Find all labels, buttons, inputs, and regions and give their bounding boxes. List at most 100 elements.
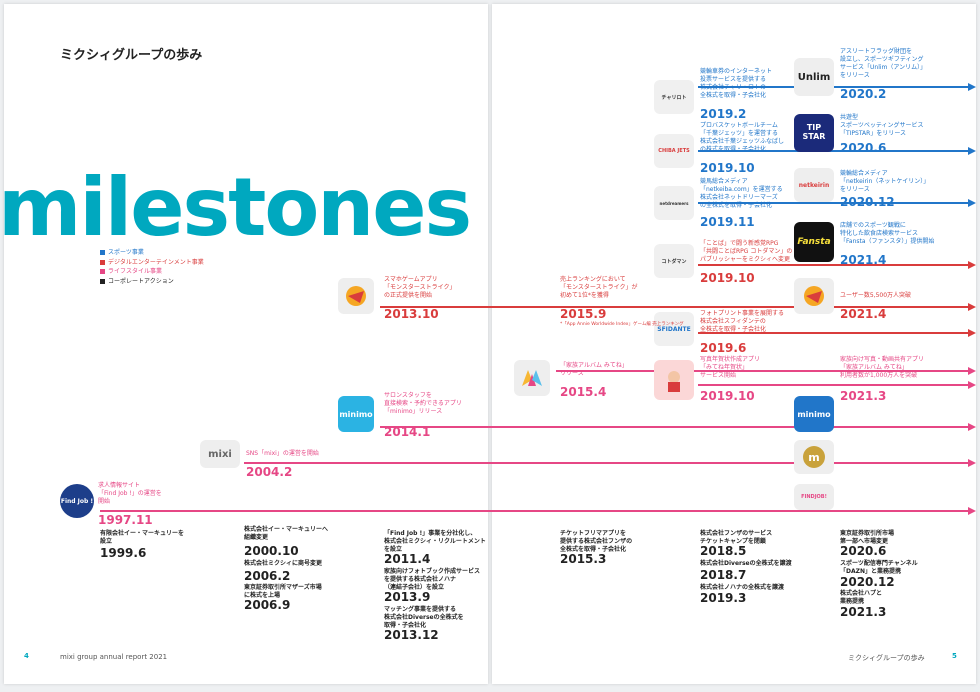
- legend: スポーツ事業 デジタルエンターテインメント事業 ライフスタイル事業 コーポレート…: [100, 248, 204, 286]
- netdreamers-logo: netdreamers: [654, 186, 694, 220]
- event-year: 2021.3: [840, 389, 887, 403]
- event-description: 店舗でのスポーツ観戦に特化した飲食店検索サービス「Fansta（ファンスタ）」提…: [840, 222, 934, 246]
- event-text-line: 第一部へ市場変更: [840, 538, 889, 546]
- event-text-line: 株式会社ネットドリーマーズ: [700, 194, 778, 202]
- event-year: 2021.4: [840, 253, 887, 267]
- event-text-line: 競輪総合メディア: [840, 170, 888, 177]
- event-text-line: 「モンスターストライク」が: [560, 284, 638, 292]
- event-description: 東京証券取引所市場第一部へ市場変更: [840, 530, 894, 546]
- event-description: フォトプリント事業を展開する株式会社スフィダンテの全株式を取得・子会社化: [700, 310, 784, 334]
- event-text-line: スポーツ配信専門チャンネル: [840, 560, 918, 567]
- event-text-line: 「netkeirin（ネットケイリン）」: [840, 178, 930, 186]
- event-description: 「Find Job !」事業を分社化し、株式会社ミクシィ・リクルートメントを設立: [384, 530, 486, 554]
- sfidante-logo: SFIDANTE: [654, 312, 694, 346]
- event-text-line: 「Find Job !」の運営を: [98, 490, 162, 498]
- event-text-line: 株式会社イー・マーキュリーへ: [244, 526, 329, 533]
- timeline-line: [698, 202, 968, 204]
- monst-logo-2021: [794, 278, 834, 314]
- event-text-line: 株式会社Diverseの全株式を: [384, 614, 464, 622]
- event-text-line: 株式会社ミクシィに商号変更: [244, 560, 323, 567]
- legend-item-corporate: コーポレートアクション: [100, 277, 204, 287]
- legend-swatch: [100, 269, 105, 275]
- event-text-line: 初めて1位*を獲得: [560, 292, 609, 300]
- event-description: SNS「mixi」の運営を開始: [246, 450, 319, 458]
- event-text-line: 提供する株式会社フンザの: [560, 538, 633, 546]
- event-description: 競輪総合メディア「netkeirin（ネットケイリン）」をリリース: [840, 170, 929, 194]
- event-description: アスリートフラッグ財団を設立し、スポーツギフティングサービス「Unlim（アンリ…: [840, 48, 926, 80]
- event-text-line: 売上ランキングにおいて: [560, 276, 626, 283]
- event-text-line: アスリートフラッグ財団を: [840, 48, 913, 55]
- event-year: 2019.10: [700, 161, 755, 175]
- timeline-line: [556, 370, 968, 372]
- arrow-icon: [968, 199, 976, 207]
- event-text-line: をリリース: [840, 186, 870, 194]
- event-text-line: 東京証券取引所マザーズ市場: [244, 584, 322, 591]
- arrow-icon: [968, 367, 976, 375]
- event-text-line: 特化した飲食店検索サービス: [840, 230, 919, 238]
- event-text-line: チケットフリマアプリを: [560, 530, 627, 537]
- event-text-line: 有限会社イー・マーキュリーを: [100, 530, 185, 537]
- legend-item-sports: スポーツ事業: [100, 248, 204, 258]
- event-text-line: 直接検索・予約できるアプリ: [384, 400, 462, 408]
- event-year: 2018.5: [700, 544, 747, 558]
- event-description: スポーツ配信専門チャンネル「DAZN」と業務提携: [840, 560, 918, 576]
- netkeirin-logo: netkeirin: [794, 168, 834, 202]
- event-year: 2020.2: [840, 87, 887, 101]
- event-description: サロンスタッフを直接検索・予約できるアプリ「minimo」リリース: [384, 392, 462, 416]
- event-text-line: リリース: [560, 370, 584, 378]
- page-number-left: 4: [24, 652, 29, 660]
- event-text-line: 「ことば」で闘う新感覚RPG: [700, 240, 779, 247]
- event-year: 2011.4: [384, 552, 431, 566]
- mitene-icon: [522, 370, 542, 386]
- event-year: 2015.9: [560, 307, 607, 321]
- event-year: 2020.12: [840, 195, 895, 209]
- event-description: 求人情報サイト「Find Job !」の運営を開始: [98, 482, 162, 506]
- event-text-line: サロンスタッフを: [384, 392, 432, 399]
- right-page: ミクシィグループの歩み 5: [492, 4, 976, 684]
- event-description: 「家族アルバム みてね」リリース: [560, 362, 628, 378]
- event-description: 競輪車券のインターネット投票サービスを提供する株式会社チャリ・ロトの全株式を取得…: [700, 68, 772, 100]
- event-description: 株式会社イー・マーキュリーへ組織変更: [244, 526, 328, 542]
- event-year: 2020.6: [840, 544, 887, 558]
- event-year: 2019.11: [700, 215, 755, 229]
- legend-swatch: [100, 278, 105, 284]
- event-text-line: をリリース: [840, 72, 870, 80]
- event-text-line: サービス「Unlim（アンリム）」: [840, 64, 927, 72]
- chari-logo: チャリロト: [654, 80, 694, 114]
- event-year: 2014.1: [384, 425, 431, 439]
- event-text-line: 利用者数が1,000万人を突破: [840, 372, 918, 380]
- event-year: 2018.7: [700, 568, 747, 582]
- event-text-line: 開始: [98, 498, 111, 506]
- event-year: 2019.10: [700, 389, 755, 403]
- chiba-jets-logo: CHIBA JETS: [654, 134, 694, 168]
- event-text-line: 「Find Job !」事業を分社化し、: [384, 530, 477, 537]
- event-text-line: 競輪車券のインターネット: [700, 68, 773, 75]
- mixi-m-icon: m: [803, 446, 825, 468]
- mixi-m-logo: m: [794, 440, 834, 474]
- event-year: 2019.10: [700, 271, 755, 285]
- milestones-heading: milestones: [4, 161, 472, 254]
- event-text-line: 東京証券取引所市場: [840, 530, 895, 537]
- event-text-line: 設立: [100, 538, 113, 546]
- event-text-line: サービス開始: [700, 372, 737, 380]
- event-text-line: 競馬総合メディア: [700, 178, 748, 185]
- event-description: 株式会社Diverseの全株式を譲渡: [700, 560, 792, 568]
- event-text-line: 投票サービスを提供する: [700, 76, 767, 84]
- monst-logo: [338, 278, 374, 314]
- page-number-right: 5: [952, 652, 957, 660]
- event-year: 2013.9: [384, 590, 431, 604]
- minimo-logo-2021: minimo: [794, 396, 834, 432]
- event-text-line: 株式会社ミクシィ・リクルートメント: [384, 538, 486, 546]
- event-text-line: 設立し、スポーツギフティング: [840, 56, 924, 64]
- page-title: ミクシィグループの歩み: [60, 48, 203, 63]
- event-text-line: 求人情報サイト: [98, 482, 141, 489]
- event-year: 2006.2: [244, 569, 291, 583]
- arrow-icon: [968, 423, 976, 431]
- event-year: 2004.2: [246, 465, 293, 479]
- event-text-line: パブリッシャーをミクシィへ変更: [700, 256, 791, 264]
- event-description: 有限会社イー・マーキュリーを設立: [100, 530, 184, 546]
- timeline-line: [698, 384, 968, 386]
- event-description: 写真年賀状作成アプリ「みてね年賀状」サービス開始: [700, 356, 760, 380]
- event-year: 2019.3: [700, 591, 747, 605]
- event-description: 株式会社ノハナの全株式を譲渡: [700, 584, 784, 592]
